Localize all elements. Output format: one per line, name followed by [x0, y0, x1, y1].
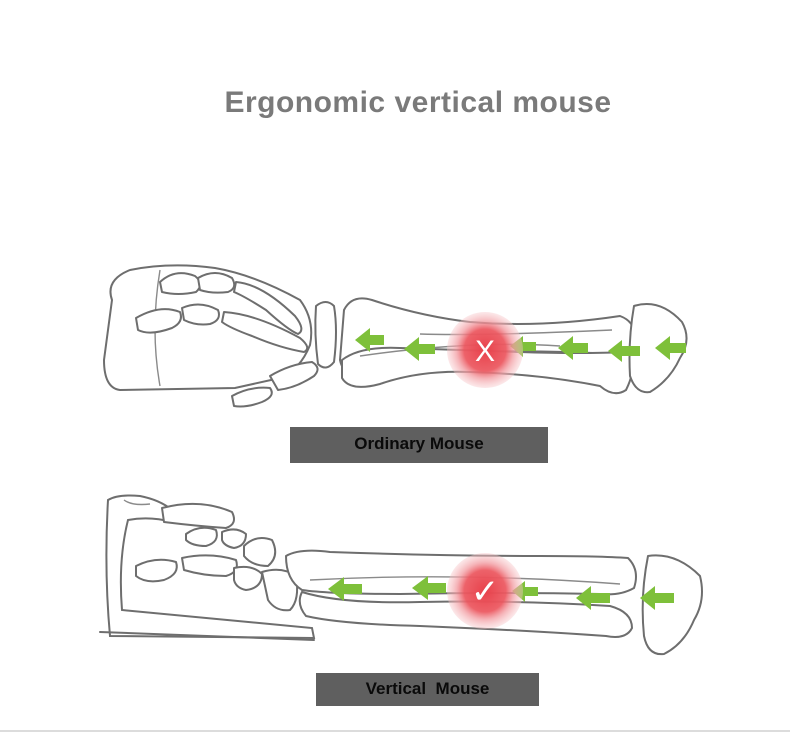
page-title: Ergonomic vertical mouse [224, 86, 612, 119]
finger-bone [135, 308, 182, 334]
thumb-bone [261, 568, 299, 612]
finger-bone [181, 303, 220, 326]
elbow-bone [641, 554, 703, 656]
arrow-left-icon [640, 586, 674, 610]
ordinary-mouse-label: Ordinary Mouse [290, 427, 548, 463]
arrow-left-icon [576, 586, 610, 610]
finger-bone [233, 565, 263, 591]
x-mark-icon: X [475, 335, 495, 368]
finger-bone [135, 558, 178, 583]
thumb-bone [269, 361, 319, 391]
arrow-left-icon [558, 336, 588, 360]
finger-bone [161, 502, 235, 529]
finger-bone [243, 537, 277, 567]
ordinary-mouse-icon [102, 264, 313, 392]
finger-bone [221, 311, 309, 353]
arrow-left-icon [608, 340, 640, 362]
vertical-mouse-label: Vertical Mouse [316, 673, 539, 706]
vertical-mouse-illustration [99, 494, 703, 656]
check-mark-icon: ✓ [471, 572, 500, 612]
vertical-force-arrows [328, 576, 674, 610]
arrow-left-icon [404, 337, 435, 361]
check-mark-badge: ✓ [447, 553, 523, 629]
arrow-left-icon [412, 576, 446, 600]
finger-bone [159, 272, 202, 295]
vertical-mouse-icon [105, 494, 316, 640]
wrist-bone [314, 301, 337, 369]
x-mark-badge: X [447, 312, 523, 388]
finger-bone [233, 281, 303, 335]
arrow-left-icon [355, 328, 384, 352]
finger-bone [181, 554, 238, 577]
thumb-bone [231, 386, 273, 408]
finger-bone [197, 272, 236, 294]
arrow-left-icon [328, 577, 362, 601]
finger-bone [185, 526, 218, 547]
finger-bone [221, 528, 247, 549]
arrow-left-icon [655, 336, 686, 360]
ordinary-mouse-illustration [102, 264, 688, 408]
